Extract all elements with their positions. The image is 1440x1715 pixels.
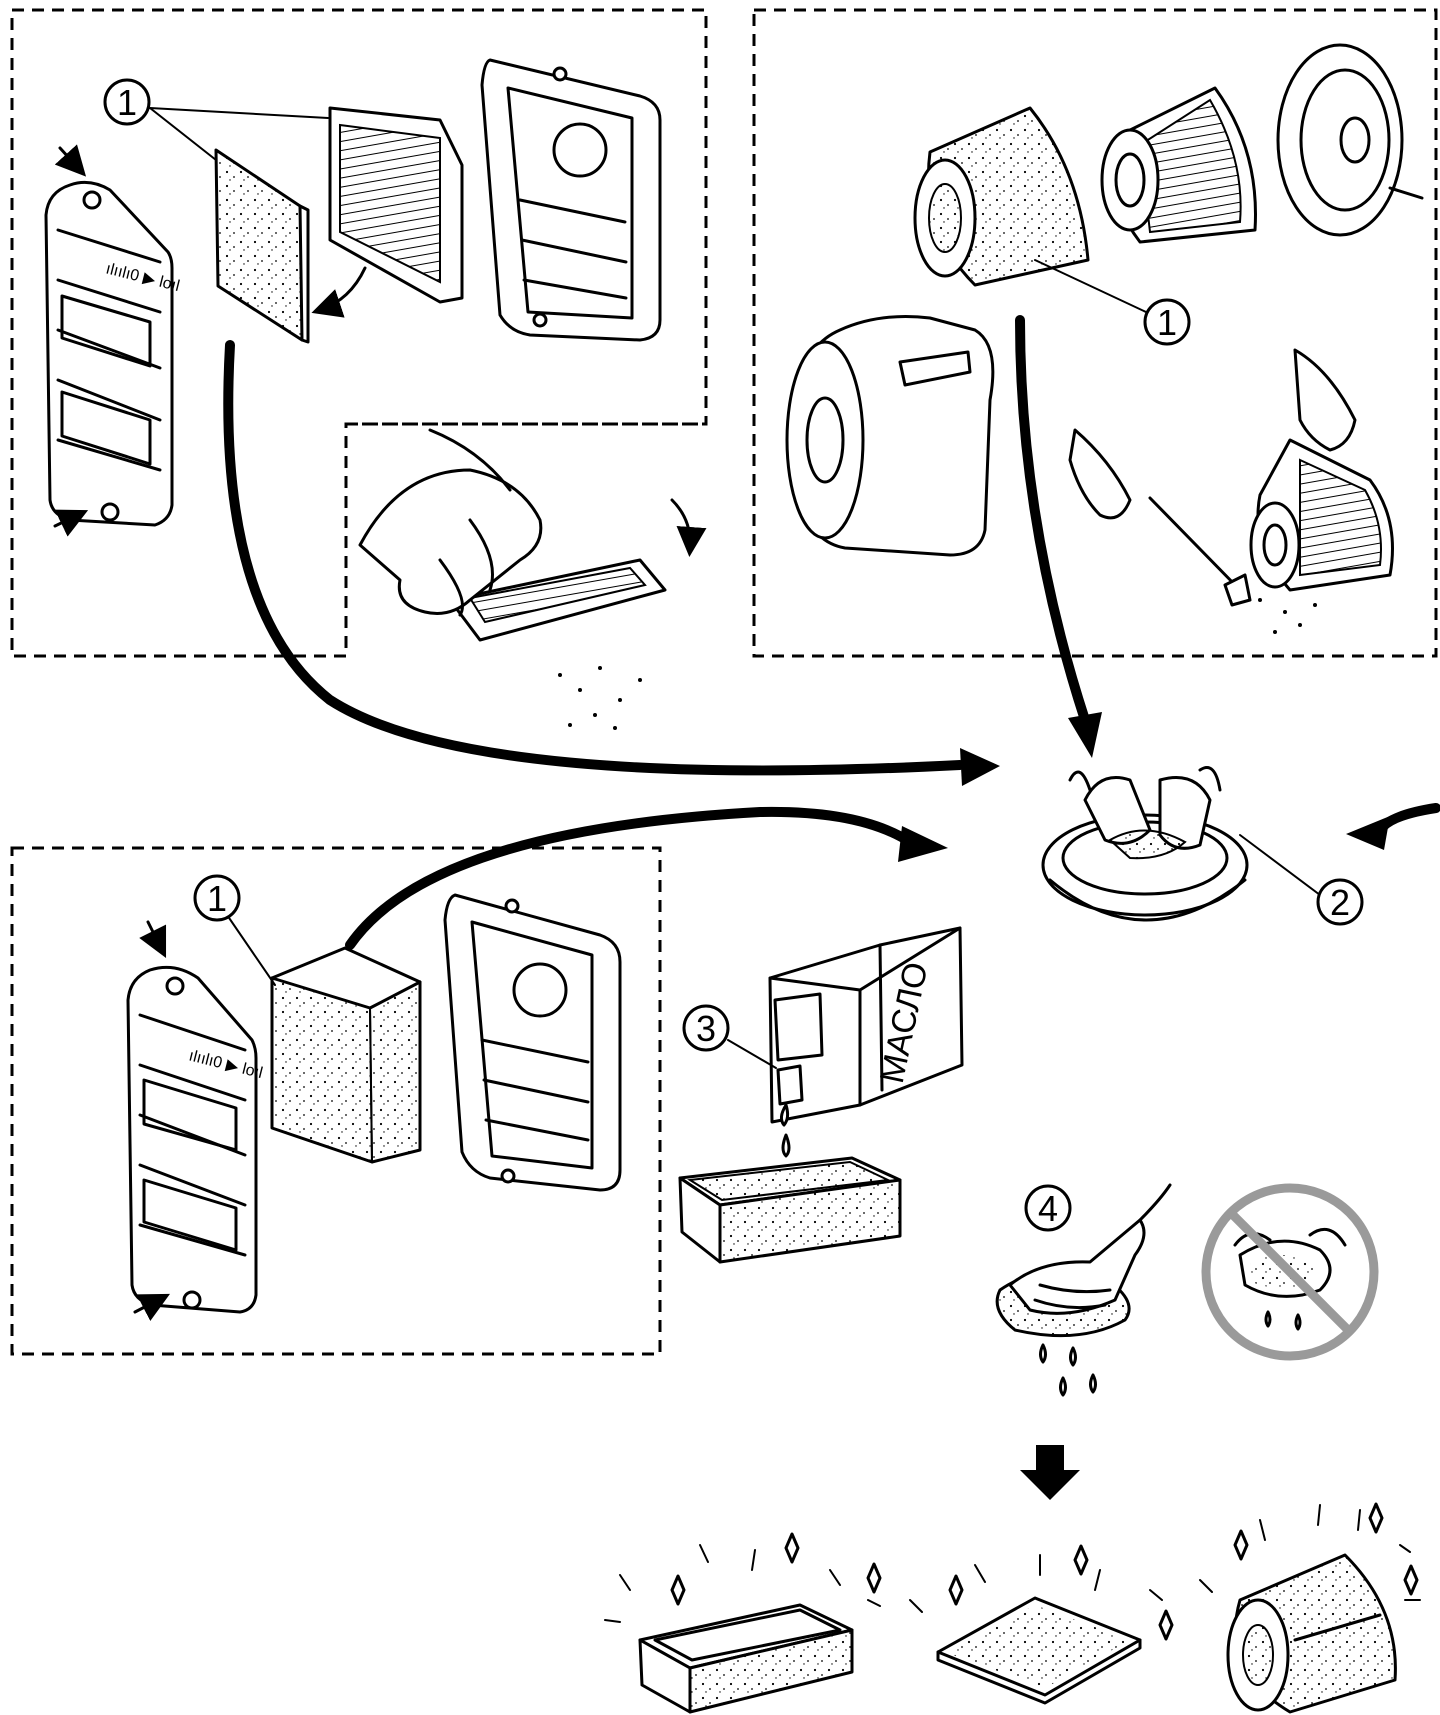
callout-1-bottom-left: 1 (195, 876, 275, 985)
oil-canister: МАСЛО 3 (684, 928, 962, 1156)
foam-block (272, 948, 420, 1162)
pleated-cone (1102, 88, 1256, 242)
cone-cap (1278, 45, 1422, 235)
filter-frame-2 (445, 895, 620, 1190)
callout-4: 4 (1026, 1186, 1070, 1230)
clean-foam-pad (910, 1546, 1172, 1703)
dust-falling (558, 666, 642, 730)
press-arrow-top-2 (148, 922, 162, 950)
oiled-foam-tray (680, 1158, 900, 1262)
callout-1-top-left: 1 (105, 80, 328, 160)
foam-pad (216, 150, 308, 342)
panel-tap-filter (346, 424, 706, 730)
tap-arrow (672, 500, 690, 548)
clean-box-filter (605, 1534, 880, 1712)
panel-cone-filter: 1 (754, 10, 1436, 656)
callout-2: 2 (1240, 835, 1362, 924)
squeeze-foam: 4 (997, 1185, 1170, 1395)
wash-bowl: 2 (1043, 768, 1362, 925)
clean-foam-cone (1200, 1504, 1420, 1712)
svg-text:1: 1 (207, 878, 227, 919)
panel-box-filter: ılıılı0 ▶ loıl 1 (12, 848, 660, 1354)
svg-text:4: 4 (1038, 1188, 1058, 1229)
svg-text:3: 3 (696, 1008, 716, 1049)
insert-arrow (320, 268, 365, 310)
filter-frame (482, 60, 660, 340)
svg-text:2: 2 (1330, 882, 1350, 923)
filter-cover-2: ılıılı0 ▶ loıl (128, 967, 264, 1312)
panel-flat-filter: ılıılı0 ▶ loıl 1 (12, 10, 706, 656)
prohibited-wring (1206, 1188, 1374, 1356)
callout-1-top-right: 1 (1035, 260, 1189, 344)
cylinder-housing (787, 317, 993, 556)
hands-brushing-cone (1070, 350, 1393, 634)
press-arrow-top (60, 148, 80, 170)
foam-cone (915, 108, 1088, 285)
svg-text:1: 1 (1157, 302, 1177, 343)
flow-arrow-panel-b (1020, 320, 1085, 720)
result-arrow (1020, 1445, 1080, 1500)
pleated-filter (330, 108, 462, 302)
flow-arrow-panel-c (350, 812, 910, 945)
callout-3: 3 (684, 1006, 776, 1068)
filter-cover: ılıılı0 ▶ loıl (46, 182, 181, 525)
hands-tapping-filter (360, 430, 665, 640)
svg-text:1: 1 (117, 82, 137, 123)
